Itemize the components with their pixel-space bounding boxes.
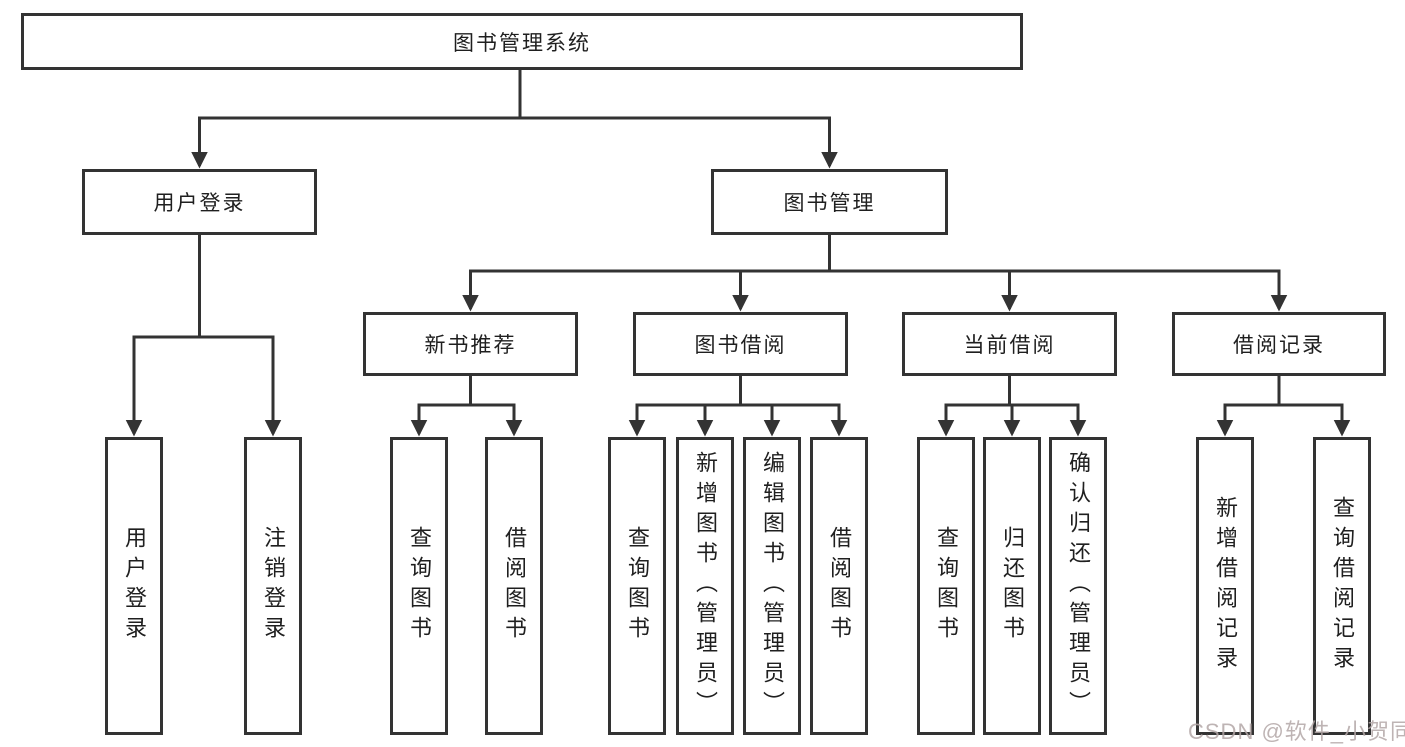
node-user-login-label: 用户登录 — [153, 192, 246, 215]
node-new-book-recommend: 新书推荐 — [363, 312, 578, 376]
node-book-borrowing-label: 图书借阅 — [694, 334, 787, 357]
connector-current-borrow-to-leaves — [937, 376, 1087, 437]
leaf-borrow-books-label: 借阅图书 — [827, 526, 852, 646]
csdn-watermark: CSDN @软件_小贺同学 — [1188, 719, 1405, 744]
leaf-query-books-borrow-label: 查询图书 — [625, 526, 650, 646]
node-user-login: 用户登录 — [82, 169, 317, 235]
node-borrowing-records: 借阅记录 — [1172, 312, 1386, 376]
connector-new-books-to-leaves — [410, 376, 523, 437]
leaf-query-borrow-record: 查询借阅记录 — [1313, 437, 1371, 735]
leaf-confirm-return-admin-label: 确认归还（管理员） — [1066, 451, 1091, 721]
connector-user-login-to-leaves — [125, 235, 282, 437]
node-book-management-label: 图书管理 — [783, 192, 876, 215]
leaf-query-books-current: 查询图书 — [917, 437, 975, 735]
node-borrowing-records-label: 借阅记录 — [1233, 334, 1325, 357]
leaf-return-books: 归还图书 — [983, 437, 1041, 735]
leaf-add-borrow-record-label: 新增借阅记录 — [1213, 496, 1238, 676]
leaf-query-books-newbooks: 查询图书 — [390, 437, 448, 735]
node-root-system: 图书管理系统 — [21, 13, 1023, 70]
leaf-logout-label: 注销登录 — [261, 526, 286, 646]
leaf-query-books-borrow: 查询图书 — [608, 437, 666, 735]
connector-book-mgmt-to-level3 — [462, 235, 1288, 312]
leaf-add-books-admin: 新增图书（管理员） — [676, 437, 734, 735]
leaf-query-books-current-label: 查询图书 — [934, 526, 959, 646]
connector-root-to-level2 — [191, 69, 838, 169]
node-root-label: 图书管理系统 — [453, 31, 591, 55]
node-current-borrowing: 当前借阅 — [902, 312, 1117, 376]
leaf-add-borrow-record: 新增借阅记录 — [1196, 437, 1254, 735]
leaf-query-books-newbooks-label: 查询图书 — [407, 526, 432, 646]
leaf-user-login: 用户登录 — [105, 437, 163, 735]
connector-book-borrow-to-leaves — [628, 376, 848, 437]
leaf-confirm-return-admin: 确认归还（管理员） — [1049, 437, 1107, 735]
node-book-borrowing: 图书借阅 — [633, 312, 848, 376]
node-book-management: 图书管理 — [711, 169, 948, 235]
leaf-edit-books-admin-label: 编辑图书（管理员） — [760, 451, 785, 721]
leaf-query-borrow-record-label: 查询借阅记录 — [1330, 496, 1355, 676]
leaf-return-books-label: 归还图书 — [1000, 526, 1025, 646]
leaf-borrow-books-newbooks: 借阅图书 — [485, 437, 543, 735]
leaf-logout: 注销登录 — [244, 437, 302, 735]
node-new-book-recommend-label: 新书推荐 — [424, 334, 517, 357]
leaf-edit-books-admin: 编辑图书（管理员） — [743, 437, 801, 735]
leaf-borrow-books-newbooks-label: 借阅图书 — [502, 526, 527, 646]
leaf-user-login-label: 用户登录 — [122, 526, 147, 646]
leaf-borrow-books: 借阅图书 — [810, 437, 868, 735]
leaf-add-books-admin-label: 新增图书（管理员） — [693, 451, 718, 721]
node-current-borrowing-label: 当前借阅 — [963, 334, 1056, 357]
connector-borrow-records-to-leaves — [1216, 376, 1351, 437]
